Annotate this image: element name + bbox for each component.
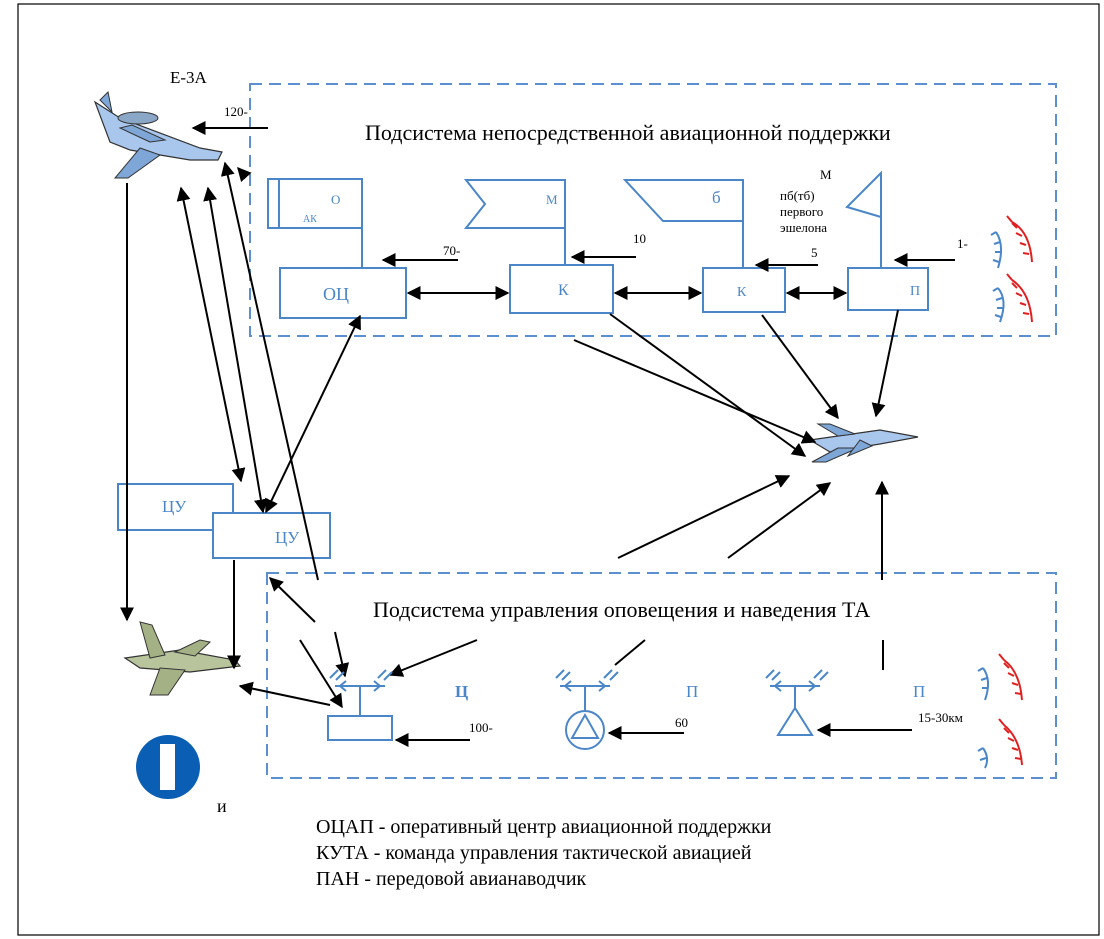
top-unit-flag-2 <box>463 179 566 265</box>
top-unit-flag-3 <box>622 179 744 268</box>
kuta1-fighter-arrow-a <box>573 339 817 444</box>
distance-10: 10 <box>633 231 646 246</box>
pan-box <box>847 267 929 311</box>
cu-box-2-label: ЦУ <box>275 528 300 547</box>
distance-5: 5 <box>811 245 818 260</box>
kuta2-fighter-arrow <box>761 314 839 420</box>
flag1-sub-label: АК <box>303 214 317 225</box>
distance-70: 70- <box>443 243 460 258</box>
kuta-box-2 <box>702 267 786 313</box>
pan-box-label: П <box>910 284 920 299</box>
ocap-cu2-link <box>265 314 361 514</box>
blue-round-sign-icon <box>136 735 200 799</box>
awacs-range-label: 120- <box>224 104 248 119</box>
outer-frame <box>17 3 1100 936</box>
radar-link-e <box>614 639 646 666</box>
enemy-units-top <box>990 215 1033 323</box>
side-label: и <box>217 796 227 816</box>
echelon-line-3: эшелона <box>780 220 827 235</box>
kuta-box-1 <box>509 264 614 314</box>
top-unit-flag-1 <box>267 178 363 268</box>
top-subsystem-title: Подсистема непосредственной авиационной … <box>365 120 891 145</box>
echelon-line-2: первого <box>780 204 823 219</box>
distance-15-30: 15-30км <box>918 710 963 725</box>
radar-link-d <box>388 639 478 677</box>
radar-c-label: Ц <box>455 682 468 701</box>
cu-radar-link-a <box>268 577 316 623</box>
distance-100: 100- <box>469 720 493 735</box>
kuta-box-1-label: К <box>558 282 569 299</box>
ocap-label: ОЦ <box>323 284 349 304</box>
bottom-fighter-arrow-2 <box>727 482 832 559</box>
fighter-jet-icon <box>808 423 919 463</box>
distance-1: 1- <box>957 236 968 251</box>
top-subsystem-frame <box>249 83 1057 337</box>
echelon-line-1: пб(тб) <box>780 188 815 203</box>
legend-line-2: КУТА - команда управления тактической ав… <box>316 842 752 864</box>
pan-fighter-arrow <box>871 309 899 418</box>
kuta-box-2-label: К <box>737 285 747 300</box>
flag2-label: М <box>546 192 558 207</box>
radar-site-c <box>327 669 393 741</box>
enemy-units-bottom <box>977 653 1023 769</box>
cu-box-1-label: ЦУ <box>162 497 187 516</box>
awacs-cu2-link <box>203 186 268 514</box>
echelon-m-label: М <box>820 167 832 182</box>
attack-aircraft-icon <box>123 621 242 696</box>
cu-radar-link-b <box>299 639 343 709</box>
radar-p1-label: П <box>686 682 698 701</box>
ocap-box <box>279 267 407 319</box>
bottom-subsystem-title: Подсистема управления оповещения и навед… <box>373 597 870 622</box>
awacs-aircraft-icon <box>93 90 223 179</box>
forward-pennant <box>845 170 882 268</box>
radar-to-attack-arrow <box>238 681 331 706</box>
awacs-label: Е-3А <box>170 68 208 87</box>
radar-p2-label: П <box>913 682 925 701</box>
cu-radar-link-c <box>334 631 350 678</box>
awacs-short-arrow <box>237 166 252 183</box>
legend-line-3: ПАН - передовой авианаводчик <box>316 868 587 890</box>
distance-60: 60 <box>675 715 688 730</box>
flag3-label: б <box>712 188 721 207</box>
bottom-subsystem-frame <box>266 572 1057 779</box>
flag1-label: О <box>331 192 340 207</box>
kuta1-fighter-arrow-b <box>609 313 807 457</box>
legend-line-1: ОЦАП - оперативный центр авиационной под… <box>316 816 772 838</box>
radar-site-p2 <box>765 669 829 736</box>
bottom-fighter-arrow-1 <box>617 475 791 559</box>
radar-site-p1 <box>555 669 619 750</box>
